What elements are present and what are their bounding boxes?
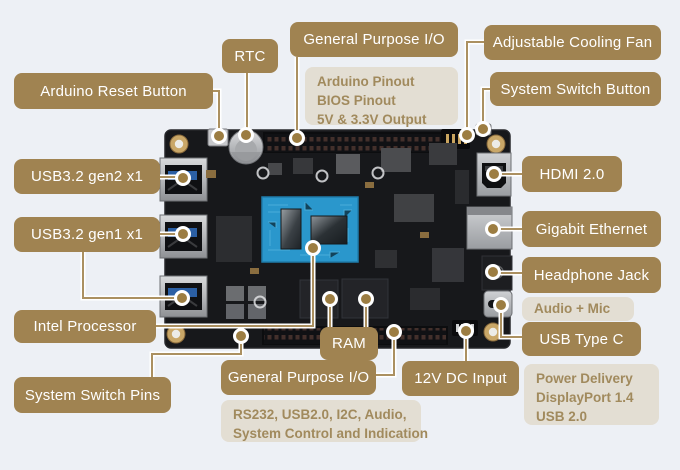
gpio-bottom-info-line: System Control and Indication <box>233 425 429 441</box>
label-usb-type-c: USB Type C <box>522 322 641 356</box>
label-gigabit-ethernet: Gigabit Ethernet <box>522 211 661 247</box>
label-ram: RAM <box>320 327 378 360</box>
callout-lines <box>80 39 522 378</box>
label-usb32-gen2: USB3.2 gen2 x1 <box>14 159 160 194</box>
ram-dot-2 <box>358 291 374 307</box>
ethernet-dot <box>485 221 501 237</box>
silkscreen-rings <box>253 166 385 309</box>
hdmi-dot <box>486 166 502 182</box>
sublabel-audio-mic: Audio + Mic <box>522 297 634 321</box>
label-usb32-gen1: USB3.2 gen1 x1 <box>14 217 160 252</box>
cpu-die-right <box>310 215 348 245</box>
label-headphone-jack: Headphone Jack <box>522 257 661 293</box>
label-gpio-top: General Purpose I/O <box>290 22 458 57</box>
label-rtc: RTC <box>222 39 278 73</box>
label-hdmi: HDMI 2.0 <box>522 156 622 192</box>
usb-c-info-line: DisplayPort 1.4 <box>536 389 634 405</box>
label-intel-processor: Intel Processor <box>14 310 156 343</box>
sublabel-pinout-info: Arduino Pinout BIOS Pinout 5V & 3.3V Out… <box>305 67 458 127</box>
usb-c-info-line: Power Delivery <box>536 371 633 386</box>
mounting-holes <box>166 134 506 344</box>
rtc-battery <box>228 129 264 165</box>
gpio-bottom-info-line: RS232, USB2.0, I2C, Audio, <box>233 407 407 422</box>
label-gpio-bottom: General Purpose I/O <box>221 360 376 395</box>
usb-c-info-line: USB 2.0 <box>536 408 588 424</box>
pinout-info-line: Arduino Pinout <box>317 74 415 89</box>
ram-dot-1 <box>322 291 338 307</box>
pinout-info-line: 5V & 3.3V Output <box>317 111 427 127</box>
misc-components <box>206 143 469 319</box>
cpu-dot <box>305 240 321 256</box>
rtc-dot <box>238 127 254 143</box>
ram-chips <box>299 278 389 319</box>
label-arduino-reset-button: Arduino Reset Button <box>14 73 213 109</box>
usb-c-dot <box>493 297 509 313</box>
cpu-die-left <box>280 208 302 250</box>
dc-input-dot <box>458 323 474 339</box>
gpio-bottom-dot <box>386 324 402 340</box>
label-system-switch-pins: System Switch Pins <box>14 377 171 413</box>
label-dc-input: 12V DC Input <box>402 361 519 396</box>
pinout-info-line: BIOS Pinout <box>317 92 396 108</box>
gpio-top-dot <box>289 130 305 146</box>
board-photo <box>159 123 513 349</box>
usb-gen1-second-dot <box>174 290 190 306</box>
system-switch-button-dot <box>475 121 491 137</box>
label-system-switch-button: System Switch Button <box>490 72 661 106</box>
ethernet-port-lip <box>467 207 512 215</box>
sublabel-gpio-bottom-info: RS232, USB2.0, I2C, Audio, System Contro… <box>221 400 429 442</box>
usb-gen1-dot <box>175 226 191 242</box>
switch-pins-dot <box>233 328 249 344</box>
sublabel-usb-c-info: Power Delivery DisplayPort 1.4 USB 2.0 <box>524 364 659 425</box>
arduino-reset-dot <box>211 128 227 144</box>
label-cooling-fan: Adjustable Cooling Fan <box>484 25 661 60</box>
headphone-dot <box>485 264 501 280</box>
callout-dots <box>174 121 509 344</box>
cooling-fan-dot <box>459 127 475 143</box>
usb-gen2-dot <box>175 170 191 186</box>
